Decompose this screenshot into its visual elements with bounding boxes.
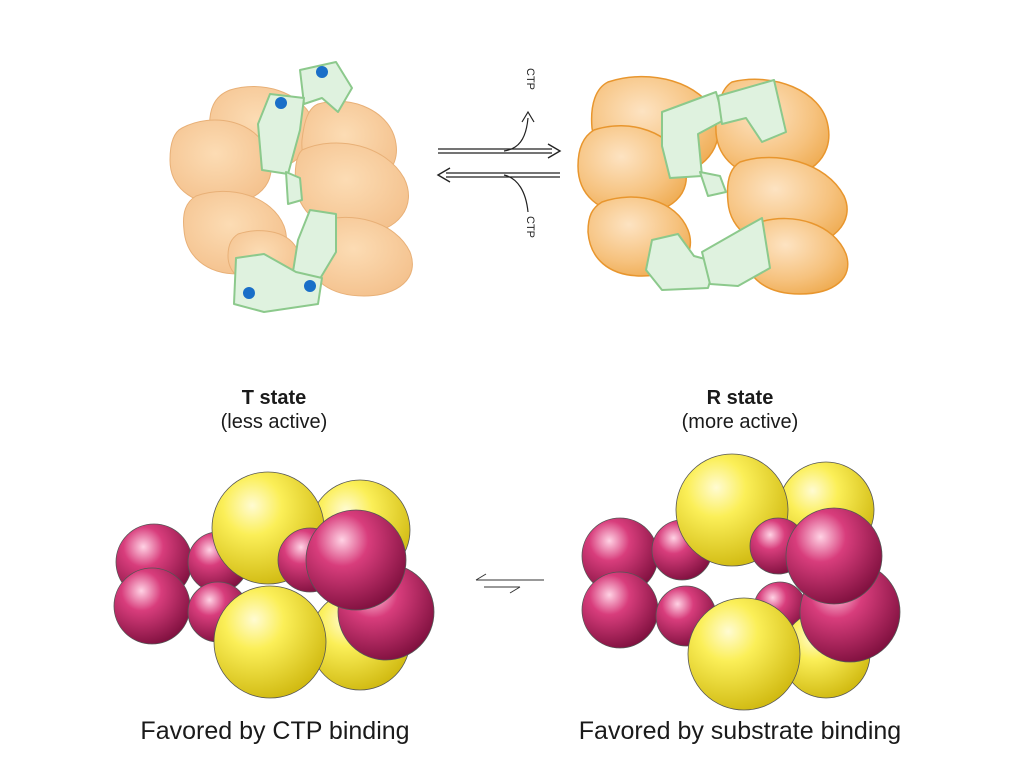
t-regulatory-dimers [233, 61, 353, 313]
t-state-name: T state [241, 387, 307, 409]
top-equilibrium-arrows: CTP CTP [436, 68, 562, 238]
ctp-site-dot [304, 280, 316, 292]
t-state-cartoon [169, 61, 413, 313]
r-state-label: R state (more active) [640, 386, 840, 434]
t-state-activity: (less active) [220, 411, 328, 433]
t-state-sphere-model [113, 471, 435, 699]
ctp-site-dot [275, 97, 287, 109]
t-state-label: T state (less active) [174, 386, 374, 434]
catalytic-sphere [687, 597, 801, 711]
ctp-site-dot [316, 66, 328, 78]
r-state-sphere-model [581, 453, 901, 711]
r-regulatory-dimers [645, 79, 787, 291]
regulatory-sphere [785, 507, 883, 605]
regulatory-sphere [305, 509, 407, 611]
catalytic-sphere [213, 585, 327, 699]
forward-arrow-releasing-ctp [438, 110, 562, 159]
regulatory-sphere [113, 567, 191, 645]
regulatory-sphere [581, 571, 659, 649]
r-state-cartoon [577, 75, 849, 295]
ctp-bound-label: CTP [524, 216, 536, 238]
bottom-equilibrium-arrows [475, 573, 544, 594]
reverse-arrow-binding-ctp [436, 167, 560, 213]
t-ctp-binding-sites [243, 66, 328, 299]
r-state-activity: (more active) [681, 411, 799, 433]
t-state-caption: Favored by CTP binding [140, 717, 410, 745]
r-state-caption: Favored by substrate binding [578, 717, 902, 745]
ctp-released-label: CTP [524, 68, 536, 90]
ctp-site-dot [243, 287, 255, 299]
r-state-name: R state [706, 387, 774, 409]
